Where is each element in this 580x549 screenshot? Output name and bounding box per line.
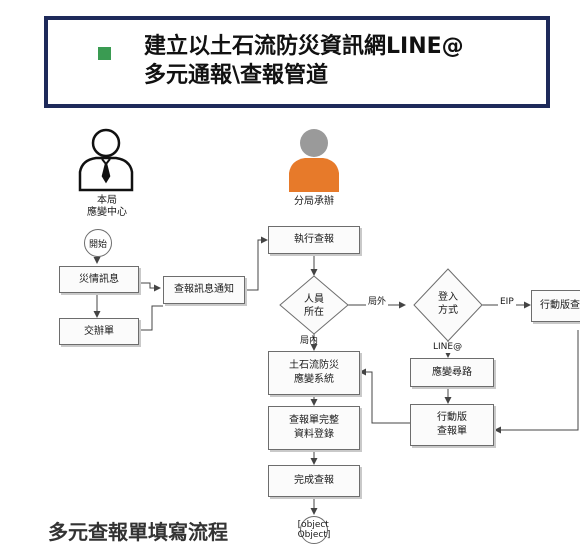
flow-caption: 多元查報單填寫流程 bbox=[48, 520, 228, 544]
personnel-location-diamond bbox=[279, 275, 349, 335]
execute-box: 執行查報 bbox=[268, 226, 360, 254]
hq-person-icon bbox=[78, 128, 134, 192]
complete-line2: 資料登錄 bbox=[294, 429, 334, 440]
mobile-form-line1: 行動版 bbox=[437, 412, 467, 423]
banner-title-line2: 多元通報\查報管道 bbox=[144, 63, 329, 88]
done-box: 完成查報 bbox=[268, 465, 360, 497]
complete-box: 查報單完整 資料登錄 bbox=[268, 406, 360, 450]
hq-actor-line1: 本局 bbox=[97, 195, 117, 206]
branch-actor-label: 分局承辦 bbox=[294, 196, 334, 207]
branch-person-icon bbox=[289, 129, 339, 192]
edge-label-inside: 局內 bbox=[300, 336, 319, 346]
login-method-diamond bbox=[413, 268, 483, 342]
edge-label-line: LINE@ bbox=[433, 342, 463, 353]
personnel-location-label: 人員 所在 bbox=[284, 293, 344, 319]
personnel-line1: 人員 bbox=[304, 294, 324, 305]
hq-actor-line2: 應變中心 bbox=[87, 207, 127, 218]
system-box: 土石流防災 應變系統 bbox=[268, 351, 360, 395]
hq-actor-label: 本局 應變中心 bbox=[80, 195, 134, 219]
banner-title-line1: 建立以土石流防災資訊網LINE@ bbox=[144, 34, 464, 59]
handover-box: 交辦單 bbox=[59, 318, 139, 345]
mobile-form-box: 行動版 查報單 bbox=[410, 404, 494, 446]
edge-label-eip: EIP bbox=[498, 297, 516, 308]
mobile-form-line2: 查報單 bbox=[437, 426, 467, 437]
edge-label-outside: 局外 bbox=[366, 297, 389, 308]
notify-box: 查報訊息通知 bbox=[163, 276, 245, 304]
title-banner: 建立以土石流防災資訊網LINE@ 多元通報\查報管道 bbox=[44, 16, 550, 108]
login-line2: 方式 bbox=[438, 305, 458, 316]
start-node: 開始 bbox=[84, 229, 112, 257]
system-line1: 土石流防災 bbox=[289, 360, 339, 371]
mobile-search-box: 應變尋路 bbox=[410, 358, 494, 387]
personnel-line2: 所在 bbox=[304, 307, 324, 318]
system-line2: 應變系統 bbox=[294, 374, 334, 385]
bullet-square-icon bbox=[98, 47, 111, 60]
complete-line1: 查報單完整 bbox=[289, 415, 339, 426]
login-method-label: 登入 方式 bbox=[418, 291, 478, 317]
disaster-info-box: 災情訊息 bbox=[59, 266, 139, 293]
end-node: [object Object] bbox=[298, 516, 330, 544]
login-line1: 登入 bbox=[438, 292, 458, 303]
banner-title: 建立以土石流防災資訊網LINE@ 多元通報\查報管道 bbox=[144, 32, 544, 90]
